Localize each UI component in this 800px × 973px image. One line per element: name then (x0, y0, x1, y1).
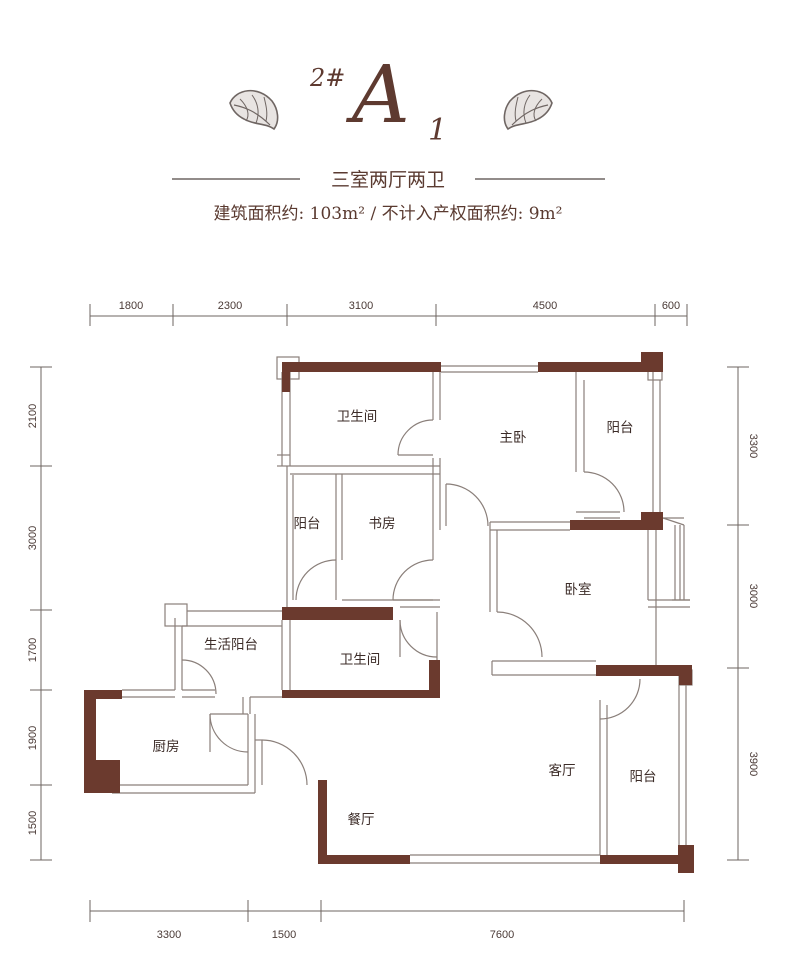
room-labels: 卫生间 主卧 阳台 阳台 书房 卧室 生活阳台 卫生间 厨房 客厅 阳台 餐厅 (153, 409, 657, 828)
unit-subscript: 1 (428, 113, 447, 148)
dimension-lines (30, 304, 749, 922)
dim-left-5: 1500 (27, 811, 39, 835)
room-label-bedroom: 卧室 (565, 581, 592, 598)
dim-top-2: 2300 (218, 300, 242, 312)
room-label-balcony3: 阳台 (630, 769, 657, 785)
structural-walls (84, 352, 694, 873)
unit-letter: A (345, 48, 410, 141)
dim-top-3: 3100 (349, 300, 373, 312)
room-label-service-balcony: 生活阳台 (204, 637, 258, 653)
dim-left-1: 2100 (27, 404, 39, 428)
dim-right-3: 3900 (747, 752, 759, 776)
dim-bottom-3: 7600 (490, 929, 514, 941)
dim-left-3: 1700 (27, 638, 39, 662)
dim-right-1: 3300 (747, 434, 759, 458)
building-number: 2# (309, 64, 345, 92)
leaf-ornament-icon (229, 89, 279, 131)
dim-bottom-1: 3300 (157, 929, 181, 941)
leaf-ornament-icon (503, 89, 553, 131)
room-label-balcony2: 阳台 (294, 516, 321, 532)
dim-top-5: 600 (662, 300, 680, 312)
room-label-living: 客厅 (549, 762, 576, 779)
door-swings (181, 419, 641, 786)
dim-top-4: 4500 (533, 300, 557, 312)
dim-bottom-2: 1500 (272, 929, 296, 941)
room-label-dining: 餐厅 (348, 812, 375, 828)
room-label-study: 书房 (369, 516, 396, 532)
dimension-labels: 1800 2300 3100 4500 600 3300 1500 7600 2… (27, 300, 759, 941)
room-label-kitchen: 厨房 (153, 739, 180, 755)
dim-left-2: 3000 (27, 526, 39, 550)
area-info: 建筑面积约: 103m² / 不计入产权面积约: 9m² (214, 204, 563, 224)
dim-left-4: 1900 (27, 726, 39, 750)
room-label-bath2: 卫生间 (340, 652, 381, 668)
room-label-bath1: 卫生间 (337, 409, 378, 425)
room-label-master: 主卧 (500, 430, 527, 446)
dim-top-1: 1800 (119, 300, 143, 312)
room-label-balcony1: 阳台 (607, 420, 634, 436)
header: 2# A 1 三室两厅两卫 建筑面积约: 103m² / 不计入产权面积约: 9… (172, 48, 605, 224)
thin-walls (112, 356, 693, 864)
layout-type: 三室两厅两卫 (331, 169, 445, 191)
dim-right-2: 3000 (747, 584, 759, 608)
